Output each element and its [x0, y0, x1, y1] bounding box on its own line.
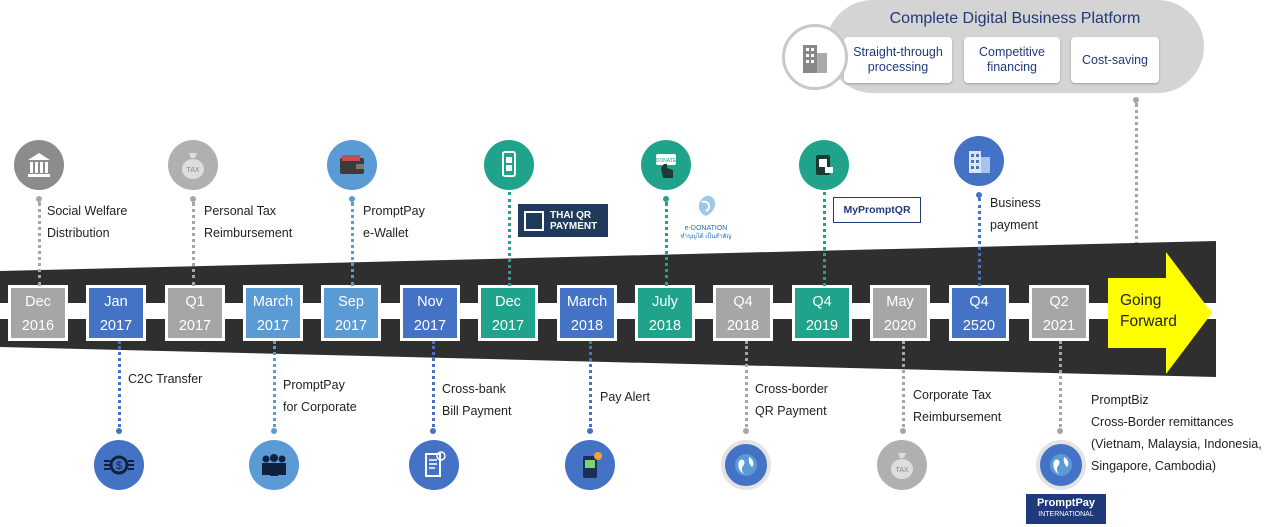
connector-line [273, 341, 276, 427]
connector-line [118, 341, 121, 427]
platform-connector [1135, 103, 1138, 253]
people-group-icon [249, 440, 299, 490]
connector-bullet [743, 428, 749, 434]
caption-c2c-transfer: C2C Transfer [128, 372, 203, 386]
qr-phone-icon [484, 140, 534, 190]
connector-bullet [1057, 428, 1063, 434]
svg-text:DONATE: DONATE [656, 158, 677, 164]
donate-hand-icon: DONATE [641, 140, 691, 190]
business-building-icon [954, 136, 1004, 186]
connector-line [589, 341, 592, 427]
connector-line [978, 198, 981, 286]
building-icon [782, 24, 848, 90]
svg-text:TAX: TAX [186, 167, 199, 174]
connector-line [192, 202, 195, 286]
caption-pay-alert: Pay Alert [600, 390, 651, 404]
connector-line [1059, 341, 1062, 427]
connector-line [508, 192, 511, 286]
platform-bullet [1133, 97, 1139, 103]
connector-bullet [190, 196, 196, 202]
connector-bullet [430, 428, 436, 434]
promptpay-international-logo: PromptPay INTERNATIONAL [1026, 494, 1106, 524]
my-promptqr-logo: MyPromptQR [833, 197, 921, 223]
connector-line [902, 341, 905, 427]
connector-line [432, 341, 435, 427]
globe-icon [1036, 440, 1086, 490]
platform-title: Complete Digital Business Platform [889, 10, 1141, 27]
connector-line [745, 341, 748, 427]
svg-text:TAX: TAX [895, 467, 908, 474]
wallet-icon [327, 140, 377, 190]
connector-bullet [36, 196, 42, 202]
connector-bullet [976, 192, 982, 198]
card-cost-saving: Cost-saving [1071, 37, 1159, 83]
qr-scan-icon [799, 140, 849, 190]
connector-line [351, 202, 354, 286]
bill-icon [409, 440, 459, 490]
money-transfer-icon: $ [94, 440, 144, 490]
going-forward-arrow [1108, 252, 1212, 374]
connector-bullet [663, 196, 669, 202]
connector-bullet [587, 428, 593, 434]
card-competitive-financing: Competitive financing [964, 37, 1060, 83]
connector-line [665, 202, 668, 286]
connector-line [823, 192, 826, 286]
government-building-icon [14, 140, 64, 190]
connector-bullet [271, 428, 277, 434]
svg-text:$: $ [116, 460, 122, 472]
globe-icon [721, 440, 771, 490]
tax-bag-icon: TAX [168, 140, 218, 190]
card-straight-through: Straight-through processing [844, 37, 952, 83]
connector-bullet [116, 428, 122, 434]
connector-line [38, 202, 41, 286]
connector-bullet [900, 428, 906, 434]
connector-bullet [349, 196, 355, 202]
pay-alert-phone-icon [565, 440, 615, 490]
e-donation-logo: e-DONATION ทำบุญได้ เป็นสำคัญ [674, 190, 738, 244]
tax-bag-icon: TAX [877, 440, 927, 490]
